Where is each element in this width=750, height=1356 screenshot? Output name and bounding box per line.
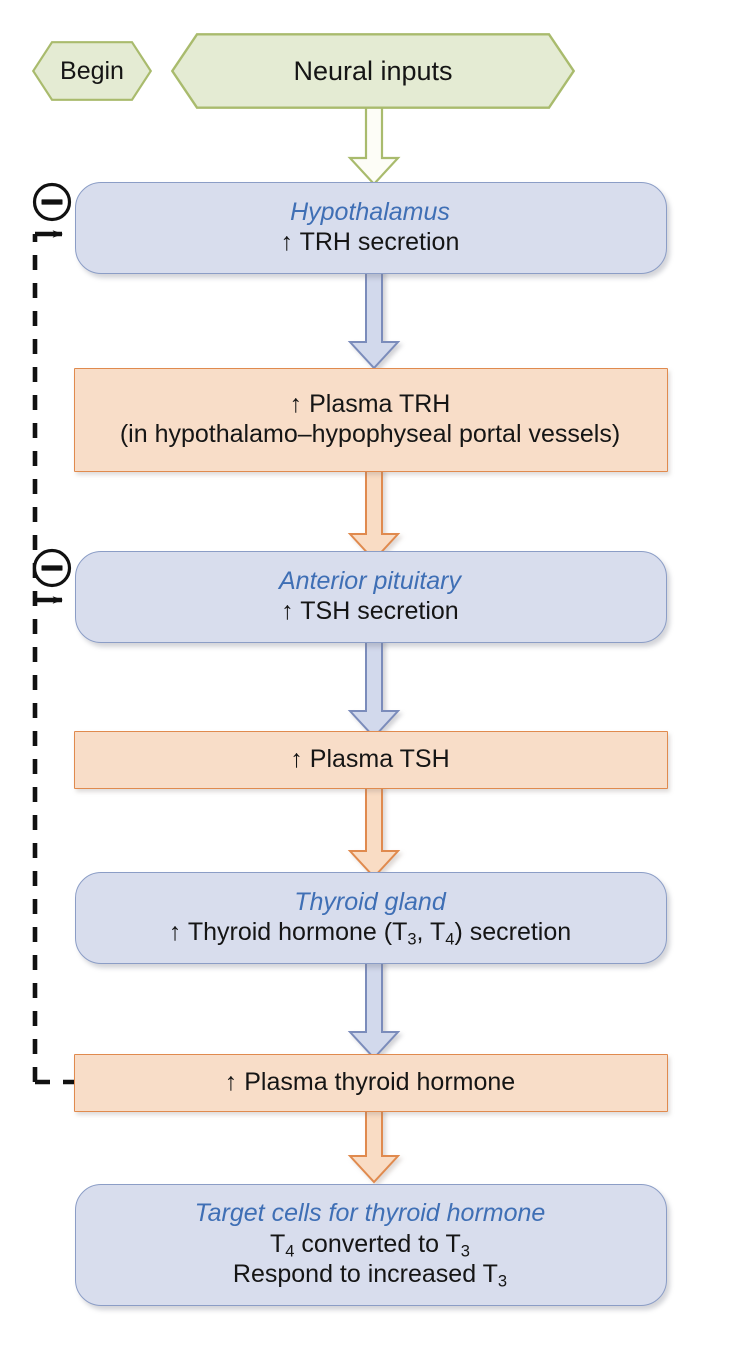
minus-sign-icon-anterior-pituitary	[31, 547, 73, 589]
connector-pituitary-to-plasma-tsh	[347, 636, 404, 741]
node-thyroid-gland	[75, 872, 667, 964]
connector-plasma-trh-to-pituitary	[347, 467, 404, 564]
connector-hypothalamus-to-plasma-trh	[347, 267, 404, 372]
node-plasma-trh	[74, 368, 668, 472]
node-hypothalamus	[75, 182, 667, 274]
node-anterior-pituitary	[75, 551, 667, 643]
node-begin	[32, 41, 152, 101]
node-plasma-tsh	[74, 731, 668, 789]
minus-sign-icon-hypothalamus	[31, 181, 73, 223]
node-target-cells	[75, 1184, 667, 1306]
connector-plasma-tsh-to-thyroid	[347, 784, 404, 881]
node-neural-inputs	[171, 33, 575, 109]
connector-thyroid-to-plasma-hormone	[347, 957, 404, 1062]
node-plasma-thyroid-hormone	[74, 1054, 668, 1112]
connector-neural-to-hypothalamus	[347, 104, 401, 186]
connector-plasma-hormone-to-target-cells	[347, 1107, 404, 1186]
